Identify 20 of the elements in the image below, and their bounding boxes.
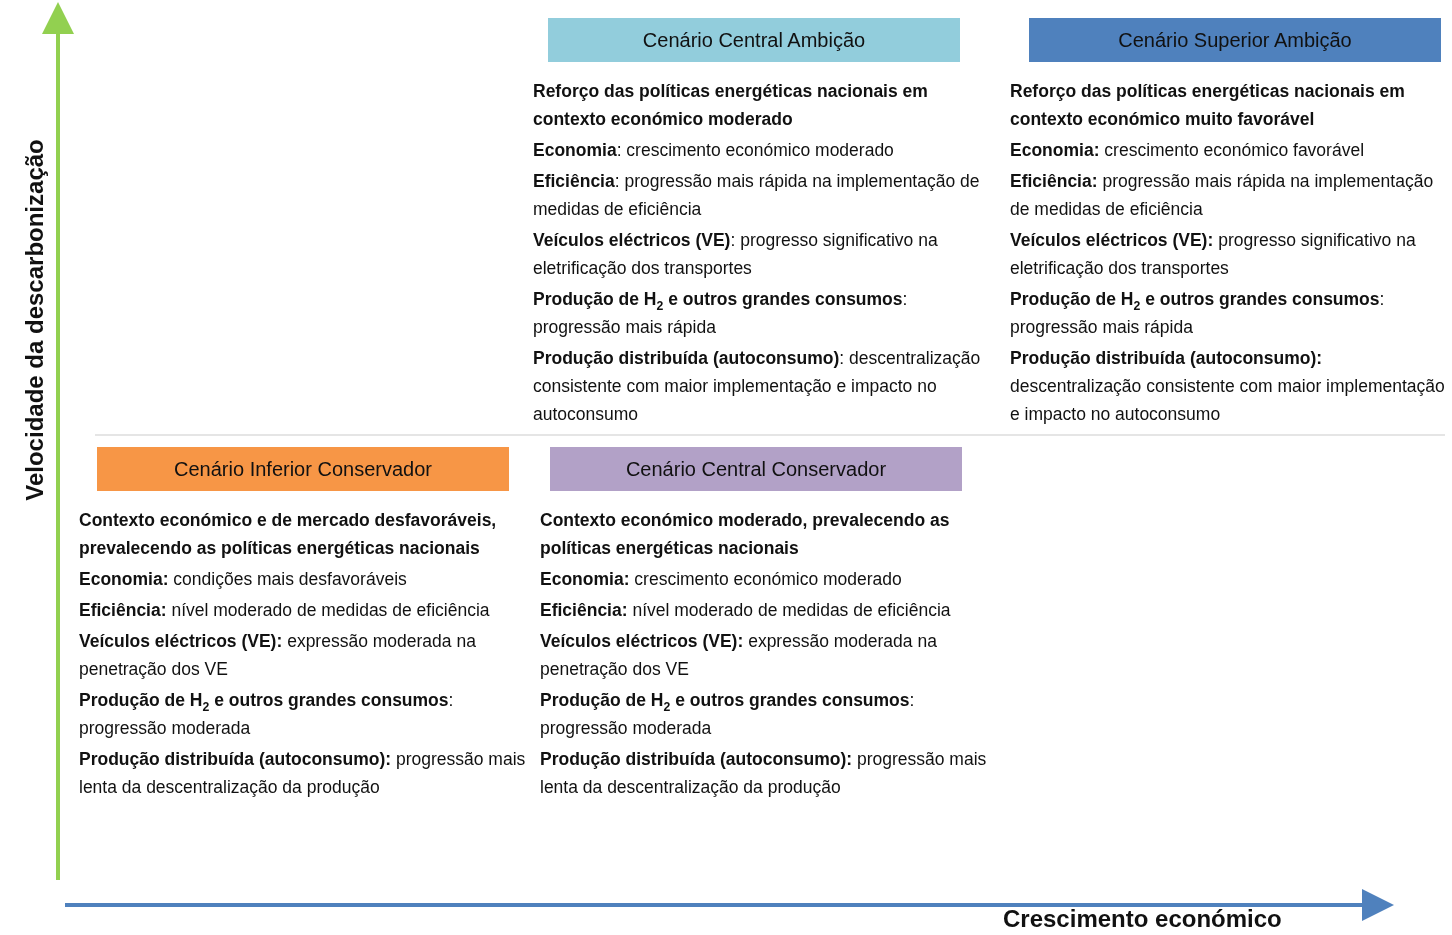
scenario-detail: Produção distribuída (autoconsumo): descentralização consistente com maior implementação e impacto no autoconsumo: [1010, 347, 1446, 426]
scenario-detail: Produção distribuída (autoconsumo): progressão mais lenta da descentralização da produção: [540, 748, 988, 799]
scenario-detail: Produção distribuída (autoconsumo): progressão mais lenta da descentralização da produção: [79, 748, 527, 799]
scenario-header: Cenário Central Conservador: [550, 447, 962, 491]
scenario-detail: Eficiência: progressão mais rápida na implementação de medidas de eficiência: [533, 170, 981, 221]
scenario-detail: Produção de H$_{2}$ e outros grandes consumos: progressão mais rápida: [1010, 288, 1386, 339]
horizontal-axis-label: Crescimento económico: [1003, 905, 1282, 933]
scenario-detail: Economia: crescimento económico moderado: [533, 139, 895, 162]
scenario-detail: Economia: crescimento económico moderado: [540, 568, 903, 591]
scenario-detail: Economia: condições mais desfavoráveis: [79, 568, 408, 591]
scenario-detail: Eficiência: nível moderado de medidas de eficiência: [540, 599, 952, 622]
scenario-detail: Eficiência: nível moderado de medidas de eficiência: [79, 599, 491, 622]
scenario-summary: Reforço das políticas energéticas nacionais em contexto económico moderado: [533, 80, 929, 131]
scenario-header: Cenário Superior Ambição: [1029, 18, 1441, 62]
scenario-header: Cenário Inferior Conservador: [97, 447, 509, 491]
vertical-axis-label: Velocidade da descarbonização: [21, 139, 49, 501]
scenario-detail: Economia: crescimento económico favorável: [1010, 139, 1366, 162]
scenario-header: Cenário Central Ambição: [548, 18, 960, 62]
scenario-detail: Produção de H$_{2}$ e outros grandes consumos: progressão mais rápida: [533, 288, 909, 339]
scenario-detail: Produção distribuída (autoconsumo): descentralização consistente com maior implementação e impacto no autoconsumo: [533, 347, 982, 426]
